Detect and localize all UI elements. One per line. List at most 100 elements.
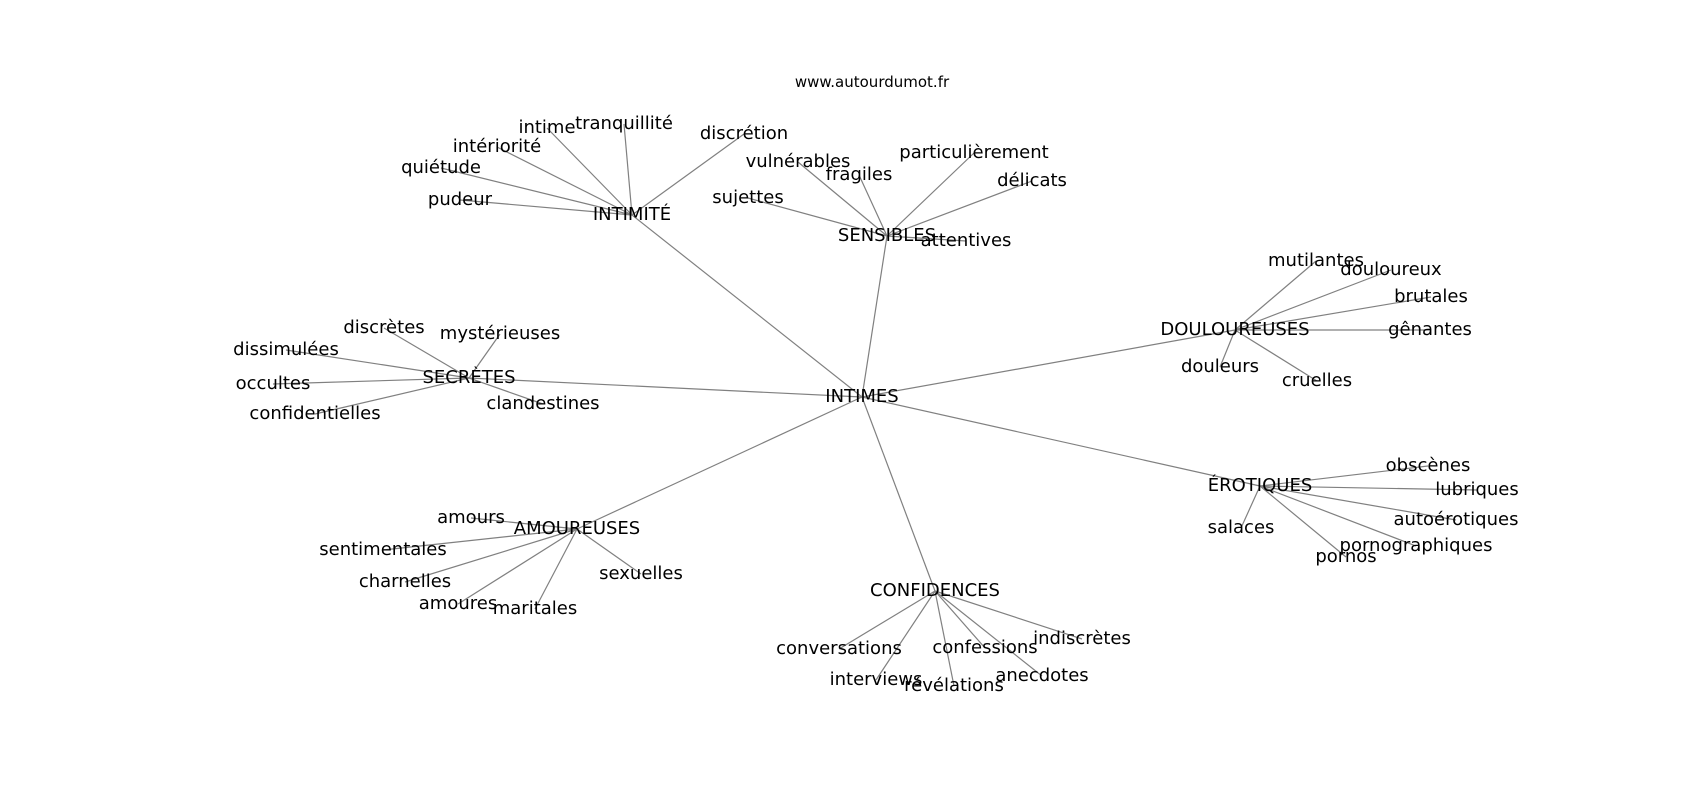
cluster-secretes-word: discrètes [343, 317, 425, 338]
cluster-douloureuses-word: douloureux [1340, 259, 1442, 280]
edge-cluster-to-word [1259, 485, 1457, 521]
edge-cluster-to-word [1240, 485, 1261, 529]
edge-cluster-to-word [459, 199, 633, 216]
edge-center-to-cluster [861, 329, 1236, 398]
edge-cluster-to-word [747, 197, 888, 237]
edge-cluster-to-word [934, 590, 955, 687]
edge-cluster-to-word [623, 123, 633, 216]
cluster-erotiques-label: ÉROTIQUES [1207, 475, 1313, 496]
edge-center-to-cluster [576, 396, 863, 530]
edge-cluster-to-word [1234, 260, 1317, 331]
edge-cluster-to-word [934, 590, 1083, 640]
edge-cluster-to-word [314, 377, 470, 415]
edge-center-to-cluster [861, 235, 888, 398]
cluster-sensibles-word: délicats [997, 170, 1067, 191]
center-node: INTIMES [825, 386, 899, 407]
cluster-confidences-label: CONFIDENCES [870, 580, 1000, 601]
edge-cluster-to-word [886, 152, 975, 237]
cluster-douloureuses-word: cruelles [1281, 370, 1353, 391]
cluster-erotiques-word: salaces [1207, 517, 1275, 538]
cluster-erotiques-word: obscènes [1385, 455, 1471, 476]
edge-cluster-to-word [838, 590, 936, 650]
edge-center-to-cluster [861, 396, 936, 592]
edge-cluster-to-word [457, 528, 578, 605]
edge-cluster-to-word [1234, 269, 1392, 331]
edge-cluster-to-word [875, 590, 936, 681]
cluster-sensibles-word: sujettes [712, 187, 784, 208]
cluster-amoureuses-word: amoures [418, 593, 498, 614]
cluster-erotiques-word: lubriques [1435, 479, 1519, 500]
cluster-douloureuses-word: mutilantes [1268, 250, 1364, 271]
cluster-intimite-label: INTIMITÉ [592, 204, 672, 225]
edge-cluster-to-word [534, 528, 578, 610]
cluster-confidences-word: confessions [932, 637, 1038, 658]
edge-cluster-to-word [858, 174, 888, 237]
cluster-intimite-word: pudeur [427, 189, 493, 210]
edge-cluster-to-word [382, 528, 578, 551]
cluster-confidences-word: anecdotes [995, 665, 1089, 686]
edge-cluster-to-word [440, 167, 633, 216]
cluster-erotiques-word: pornographiques [1339, 535, 1493, 556]
edge-cluster-to-word [1259, 485, 1347, 558]
edge-center-to-cluster [861, 396, 1261, 487]
edge-cluster-to-word [1259, 465, 1429, 487]
cluster-sensibles-word: particulièrement [899, 142, 1049, 163]
edge-cluster-to-word [1259, 485, 1478, 491]
cluster-sensibles-word: vulnérables [745, 151, 851, 172]
cluster-sensibles-word: attentives [920, 230, 1012, 251]
cluster-intimite-word: quiétude [401, 157, 481, 178]
edge-cluster-to-word [934, 590, 1043, 677]
cluster-douloureuses-label: DOULOUREUSES [1160, 319, 1310, 340]
cluster-confidences-word: conversations [776, 638, 902, 659]
site-url: www.autourdumot.fr [794, 73, 950, 91]
edge-cluster-to-word [1234, 329, 1318, 382]
edge-cluster-to-word [468, 333, 501, 379]
cluster-confidences-word: interviews [829, 669, 923, 690]
edge-cluster-to-word [470, 517, 578, 530]
cluster-sensibles-word: fragiles [825, 164, 893, 185]
edge-cluster-to-word [468, 377, 544, 405]
cluster-secretes-word: clandestines [486, 393, 600, 414]
edge-cluster-to-word [383, 327, 470, 379]
cluster-amoureuses-word: sentimentales [319, 539, 447, 560]
cluster-confidences-word: révélations [904, 675, 1004, 696]
cluster-secretes-word: mystérieuses [439, 323, 561, 344]
edge-cluster-to-word [631, 133, 745, 216]
cluster-amoureuses-word: sexuelles [599, 563, 683, 584]
cluster-douloureuses-word: gênantes [1388, 319, 1472, 340]
cluster-secretes-word: dissimulées [233, 339, 339, 360]
edge-center-to-cluster [631, 214, 863, 398]
cluster-erotiques-word: pornos [1315, 546, 1377, 567]
edge-cluster-to-word [886, 180, 1033, 237]
cluster-secretes-label: SECRÈTES [422, 367, 516, 388]
edge-cluster-to-word [886, 235, 967, 242]
edge-cluster-to-word [496, 146, 633, 216]
edge-cluster-to-word [404, 528, 578, 583]
cluster-douloureuses-word: douleurs [1180, 356, 1260, 377]
cluster-amoureuses-word: maritales [492, 598, 578, 619]
cluster-secretes-word: occultes [235, 373, 311, 394]
edge-cluster-to-word [546, 127, 633, 216]
edge-cluster-to-word [1219, 329, 1236, 368]
cluster-intimite-word: tranquillité [575, 113, 673, 134]
cluster-amoureuses-word: amours [437, 507, 505, 528]
edge-cluster-to-word [934, 590, 986, 649]
edge-center-to-cluster [468, 377, 863, 398]
cluster-secretes-word: confidentielles [249, 403, 381, 424]
edge-cluster-to-word [285, 349, 470, 379]
edge-cluster-to-word [1234, 296, 1432, 331]
cluster-amoureuses-word: charnelles [358, 571, 452, 592]
edge-cluster-to-word [272, 377, 470, 385]
cluster-amoureuses-label: AMOUREUSES [513, 518, 641, 539]
edge-cluster-to-word [797, 161, 888, 237]
edge-cluster-to-word [1259, 485, 1417, 547]
cluster-sensibles-label: SENSIBLES [837, 225, 937, 246]
edge-cluster-to-word [576, 528, 642, 575]
cluster-douloureuses-word: brutales [1394, 286, 1468, 307]
cluster-intimite-word: intériorité [452, 136, 542, 157]
cluster-intimite-word: intime [518, 117, 576, 138]
cluster-intimite-word: discrétion [699, 123, 789, 144]
cluster-confidences-word: indiscrètes [1033, 628, 1131, 649]
